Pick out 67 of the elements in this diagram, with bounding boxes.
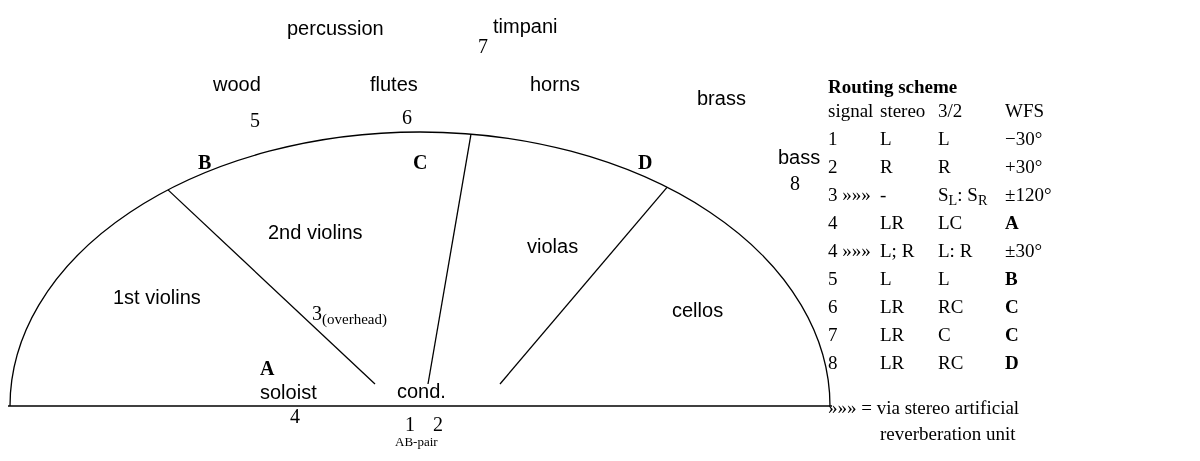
- section-label: violas: [527, 236, 579, 256]
- section-label: cellos: [672, 300, 724, 320]
- table-cell: ±120°: [1005, 184, 1052, 204]
- column-header: stereo: [880, 100, 926, 120]
- signal-number: 6: [402, 107, 412, 127]
- table-cell: D: [1005, 352, 1019, 372]
- footnote: »»» = via stereo artificial reverberation unit: [828, 396, 1021, 446]
- table-cell: B: [1005, 268, 1018, 288]
- section-label: timpani: [493, 16, 558, 36]
- section-label: bass: [778, 147, 821, 167]
- table-cell: LC: [938, 212, 963, 232]
- position-letter: D: [638, 152, 653, 172]
- pair-label: AB-pair: [395, 434, 438, 448]
- table-cell: 7: [828, 324, 838, 344]
- table-cell: L: [880, 268, 892, 288]
- section-label: horns: [530, 74, 581, 94]
- section-label: cond.: [397, 381, 446, 401]
- table-cell: +30°: [1005, 156, 1043, 176]
- table-cell: L: [938, 268, 950, 288]
- table-cell: L: [938, 128, 950, 148]
- position-letter: C: [413, 152, 428, 172]
- signal-number: 4: [290, 406, 300, 426]
- section-label: brass: [697, 88, 746, 108]
- table-cell: C: [1005, 324, 1019, 344]
- table-cell: RC: [938, 352, 964, 372]
- section-label: wood: [213, 74, 261, 94]
- table-cell: A: [1005, 212, 1019, 232]
- signal-number: 7: [478, 36, 488, 56]
- table-cell: LR: [880, 212, 905, 232]
- table-cell: 4 »»»: [828, 240, 871, 260]
- signal-number: 2: [433, 414, 443, 434]
- signal-number: 1: [405, 414, 415, 434]
- section-label: flutes: [370, 74, 418, 94]
- table-cell: L: R: [938, 240, 973, 260]
- table-title: Routing scheme: [828, 76, 958, 96]
- table-cell: 2: [828, 156, 838, 176]
- table-cell: 6: [828, 296, 838, 316]
- section-label: soloist: [260, 382, 317, 402]
- table-cell: C: [938, 324, 951, 344]
- table-cell: 4: [828, 212, 838, 232]
- position-letter: B: [198, 152, 212, 172]
- table-cell: 1: [828, 128, 838, 148]
- table-cell: L; R: [880, 240, 915, 260]
- table-cell: RC: [938, 296, 964, 316]
- table-cell: 3 »»»: [828, 184, 871, 204]
- signal-number: 5: [250, 110, 260, 130]
- table-cell: 5: [828, 268, 838, 288]
- position-letter: A: [260, 358, 275, 378]
- section-label: percussion: [287, 18, 384, 38]
- section-label: 1st violins: [113, 287, 201, 307]
- table-cell: 8: [828, 352, 838, 372]
- table-cell: LR: [880, 324, 905, 344]
- table-cell: LR: [880, 296, 905, 316]
- table-cell: C: [1005, 296, 1019, 316]
- table-cell: R: [938, 156, 951, 176]
- table-cell: ±30°: [1005, 240, 1043, 260]
- table-cell: -: [880, 184, 887, 204]
- signal-number: 8: [790, 173, 800, 193]
- table-cell: S$_{L}$: S$_{R}$: [938, 184, 988, 204]
- table-cell: L: [880, 128, 892, 148]
- column-header: 3/2: [938, 100, 963, 120]
- table-cell: LR: [880, 352, 905, 372]
- column-header: signal: [828, 100, 874, 120]
- column-header: WFS: [1005, 100, 1045, 120]
- table-cell: R: [880, 156, 893, 176]
- section-label: 2nd violins: [268, 222, 363, 242]
- table-cell: −30°: [1005, 128, 1043, 148]
